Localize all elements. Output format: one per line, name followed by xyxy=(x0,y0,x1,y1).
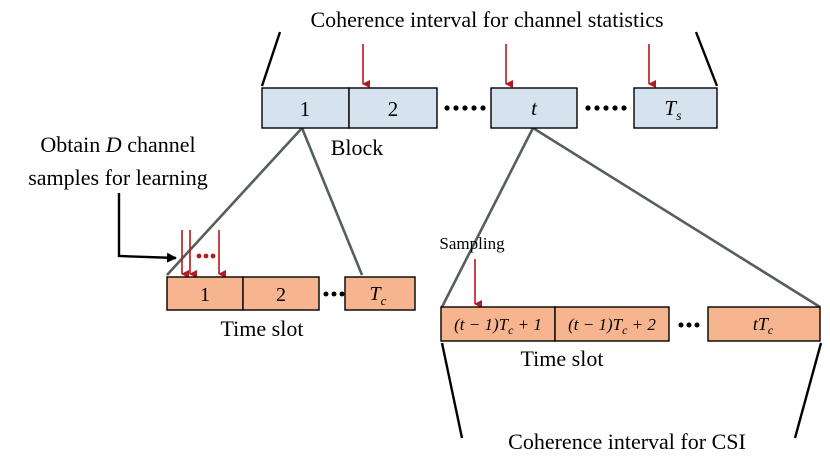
right-slot-last-box xyxy=(707,306,821,342)
ellipsis-dot xyxy=(603,105,609,111)
csi-brace-left xyxy=(440,342,464,439)
stats-brace-right xyxy=(694,31,719,87)
block-t-box xyxy=(490,87,578,129)
csi-brace-right xyxy=(793,342,823,439)
obtain-label-line1: Obtain D channel xyxy=(40,132,195,157)
right-slot-row: (t − 1)Tc + 1 (t − 1)Tc + 2 tTc xyxy=(440,306,821,342)
ellipsis-dot xyxy=(612,105,618,111)
left-slot-Tc-main: T xyxy=(370,283,383,305)
right-slot-first-sub: c xyxy=(508,323,514,337)
ellipsis-dot xyxy=(694,322,700,328)
obtain-pointer-arrow xyxy=(117,193,177,263)
right-slot-last-sub: c xyxy=(768,323,774,337)
block-1-box xyxy=(261,87,350,129)
obtain-d-symbol: D xyxy=(105,132,122,157)
fan-line-blockt-left xyxy=(440,127,535,308)
ellipsis-dot xyxy=(444,105,450,111)
ellipsis-dot xyxy=(339,291,345,297)
sample-ellipsis-dot xyxy=(196,253,202,259)
csi-interval-caption: Coherence interval for CSI xyxy=(508,429,746,454)
stats-brace-left xyxy=(260,31,282,87)
sampling-label: Sampling xyxy=(439,234,505,253)
left-slot-2-box xyxy=(242,276,320,311)
ellipsis-dot xyxy=(323,291,329,297)
right-slot-second-box xyxy=(554,306,670,342)
sample-ellipsis-dot xyxy=(203,253,209,259)
block-Ts-box xyxy=(633,87,718,129)
left-slot-1-box xyxy=(166,276,244,311)
block-1-label: 1 xyxy=(300,97,311,121)
left-slot-2-label: 2 xyxy=(276,284,286,306)
ellipsis-dot xyxy=(331,291,337,297)
right-slot-first-main: (t − 1)T xyxy=(454,315,510,334)
ellipsis-dot xyxy=(585,105,591,111)
block-row: 1 2 t Ts xyxy=(261,87,718,129)
right-time-slot-caption: Time slot xyxy=(521,346,604,371)
block-2-label: 2 xyxy=(388,97,399,121)
obtain-prefix: Obtain xyxy=(40,132,105,157)
ellipsis-dot xyxy=(621,105,627,111)
ellipsis-dot xyxy=(594,105,600,111)
right-slot-second-sub: c xyxy=(622,323,628,337)
left-slot-1-label: 1 xyxy=(200,284,210,306)
right-slot-second-tail: + 2 xyxy=(627,315,656,334)
sample-ellipsis-dot xyxy=(210,253,216,259)
ellipsis-dot xyxy=(462,105,468,111)
obtain-suffix: channel xyxy=(122,132,196,157)
block-Ts-label: Ts xyxy=(664,96,682,124)
ellipsis-dot xyxy=(686,322,692,328)
obtain-label-line2: samples for learning xyxy=(28,165,208,190)
right-slot-second-main: (t − 1)T xyxy=(568,315,624,334)
right-slot-first-label: (t − 1)Tc + 1 xyxy=(454,315,542,337)
block-t-label: t xyxy=(531,96,538,120)
right-slot-first-tail: + 1 xyxy=(513,315,541,334)
left-slot-Tc-box xyxy=(344,276,416,311)
left-time-slot-caption: Time slot xyxy=(221,316,304,341)
block-Ts-main: T xyxy=(664,96,677,120)
fan-line-block1-right xyxy=(300,127,364,276)
block-caption: Block xyxy=(331,135,384,160)
fan-line-blockt-right xyxy=(532,126,821,309)
right-slot-first-box xyxy=(440,306,556,342)
block-Ts-sub: s xyxy=(676,109,682,124)
right-slot-last-main: tT xyxy=(753,314,770,334)
left-slot-Tc-sub: c xyxy=(381,293,387,308)
ellipsis-dot xyxy=(480,105,486,111)
ellipsis-dot xyxy=(453,105,459,111)
ellipsis-dot xyxy=(471,105,477,111)
stats-interval-title: Coherence interval for channel statistic… xyxy=(310,7,663,32)
block-2-box xyxy=(348,87,438,129)
left-slot-row: 1 2 Tc xyxy=(166,276,416,311)
left-slot-Tc-label: Tc xyxy=(370,283,387,308)
right-slot-second-label: (t − 1)Tc + 2 xyxy=(568,315,656,337)
ellipsis-dot xyxy=(678,322,684,328)
right-slot-last-label: tTc xyxy=(753,314,774,337)
